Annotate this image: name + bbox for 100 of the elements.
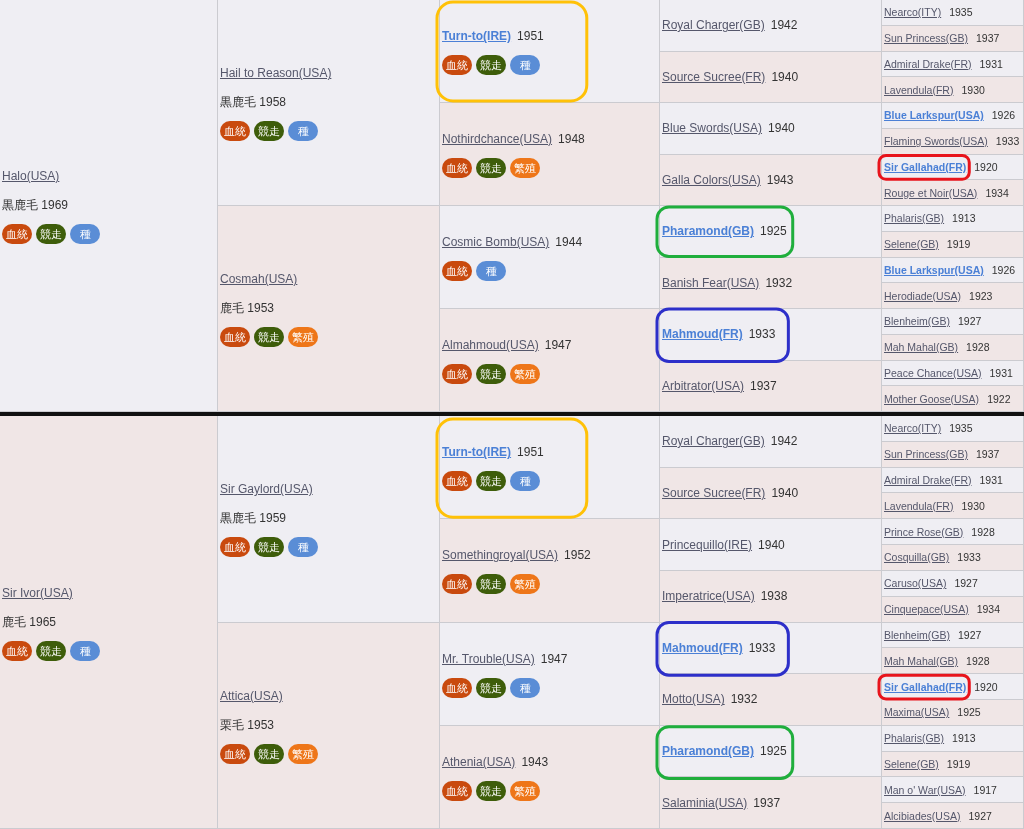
pedigree-cell: [660, 309, 882, 361]
birth-year: 1927: [957, 627, 982, 642]
pedigree-cell: [440, 0, 660, 103]
pedigree-cell: [882, 416, 1024, 442]
birth-year: 1930: [961, 498, 985, 513]
pedigree-cell: [660, 622, 882, 675]
category-badge: 競走: [476, 574, 506, 595]
birth-year: 1931: [979, 56, 1003, 71]
pedigree-cell: [882, 128, 1024, 155]
horse-name-link: Sir Ivor(USA): [2, 584, 73, 602]
horse-name-link: Cosmah(USA): [220, 271, 298, 288]
horse-name-link: Maxima(USA): [884, 705, 950, 720]
category-badge: 種: [288, 537, 318, 558]
horse-name-link: Source Sucree(FR): [662, 68, 766, 86]
pedigree-cell: [882, 648, 1024, 675]
pedigree-cell: [660, 416, 882, 468]
birth-year: 1913: [952, 211, 976, 226]
birth-year: 1920: [974, 159, 998, 174]
pedigree-cell: [882, 493, 1024, 520]
category-badge: 血統: [442, 471, 472, 492]
pedigree-cell: [218, 0, 440, 206]
horse-name-link: Cosmic Bomb(USA): [442, 234, 550, 251]
horse-name-link: Sir Gallahad(FR): [884, 679, 967, 694]
category-badge: 種: [510, 677, 540, 698]
birth-year: 1927: [954, 576, 978, 591]
birth-year: 1951: [517, 444, 544, 462]
horse-name-link: Herodiade(USA): [884, 288, 962, 303]
category-badge: 繁殖: [510, 364, 540, 384]
horse-name-link: Nearco(ITY): [884, 421, 942, 436]
pedigree-cell: [660, 519, 882, 571]
birth-year: 1944: [555, 234, 583, 251]
coat-color-and-year: 黒鹿毛 1959: [220, 510, 287, 528]
horse-name-link: Athenia(USA): [442, 753, 516, 771]
category-badge: 種: [476, 261, 506, 281]
pedigree-cell: [882, 570, 1024, 597]
birth-year: 1913: [952, 731, 976, 746]
category-badge: 血統: [442, 574, 472, 595]
horse-name-link: Princequillo(IRE): [662, 536, 753, 554]
horse-name-link: Alcibiades(USA): [884, 808, 961, 823]
birth-year: 1928: [966, 653, 990, 668]
pedigree-cell: [218, 416, 440, 623]
category-badge: 種: [510, 471, 540, 492]
pedigree-cell: [660, 103, 882, 155]
category-badge: 競走: [254, 327, 284, 347]
pedigree-cell: [882, 103, 1024, 129]
category-badge: 競走: [254, 121, 284, 141]
pedigree-cell: [882, 803, 1024, 829]
birth-year: 1925: [957, 705, 981, 720]
horse-name-link: Motto(USA): [662, 691, 725, 709]
category-badge: 血統: [442, 158, 472, 178]
horse-name-link: Phalaris(GB): [884, 731, 945, 746]
horse-name-link: Hail to Reason(USA): [220, 65, 332, 82]
birth-year: 1928: [971, 524, 995, 539]
birth-year: 1940: [758, 536, 785, 554]
pedigree-cell: [882, 751, 1024, 778]
birth-year: 1951: [517, 28, 544, 45]
coat-color-and-year: 黒鹿毛 1969: [2, 197, 69, 214]
pedigree-cell: [882, 257, 1024, 284]
horse-name-link: Pharamond(GB): [662, 223, 754, 241]
birth-year: 1943: [521, 753, 549, 771]
horse-name-link: Halo(USA): [2, 168, 60, 185]
horse-name-link: Phalaris(GB): [884, 211, 945, 226]
birth-year: 1940: [771, 484, 799, 502]
horse-name-link: Mother Goose(USA): [884, 391, 980, 406]
category-badge: 競走: [36, 224, 66, 244]
category-badge: 血統: [442, 780, 472, 801]
birth-year: 1934: [976, 602, 1000, 617]
category-badge: 競走: [254, 537, 284, 558]
pedigree-cell: [218, 206, 440, 412]
pedigree-cell: [882, 231, 1024, 258]
pedigree-cell: [882, 519, 1024, 546]
pedigree-cell: [440, 309, 660, 412]
birth-year: 1942: [770, 433, 798, 451]
pedigree-cell: [440, 206, 660, 309]
category-badge: 競走: [476, 780, 506, 801]
coat-color-and-year: 鹿毛 1965: [2, 613, 57, 631]
pedigree-cell: [660, 0, 882, 52]
horse-name-link: Nearco(ITY): [884, 5, 942, 20]
pedigree-cell: [882, 25, 1024, 52]
category-badge: 種: [288, 121, 318, 141]
birth-year: 1932: [765, 274, 793, 292]
birth-year: 1933: [748, 639, 776, 657]
pedigree-cell: [882, 467, 1024, 494]
pedigree-cell: [882, 699, 1024, 726]
birth-year: 1919: [946, 237, 971, 252]
horse-name-link: Somethingroyal(USA): [442, 547, 559, 565]
birth-year: 1947: [544, 337, 572, 354]
pedigree-cell: [660, 570, 882, 623]
birth-year: 1937: [976, 447, 1000, 462]
birth-year: 1937: [750, 377, 777, 395]
horse-name-link: Mahmoud(FR): [662, 639, 743, 657]
horse-name-link: Blenheim(GB): [884, 627, 950, 642]
birth-year: 1925: [760, 223, 787, 241]
pedigree-cell: [882, 725, 1024, 752]
horse-name-link: Source Sucree(FR): [662, 484, 766, 502]
pedigree-cell: [882, 51, 1024, 78]
pedigree-cell: [882, 622, 1024, 649]
horse-name-link: Royal Charger(GB): [662, 17, 765, 35]
horse-name-link: Turn-to(IRE): [442, 444, 512, 462]
horse-name-link: Rouge et Noir(USA): [884, 185, 978, 200]
